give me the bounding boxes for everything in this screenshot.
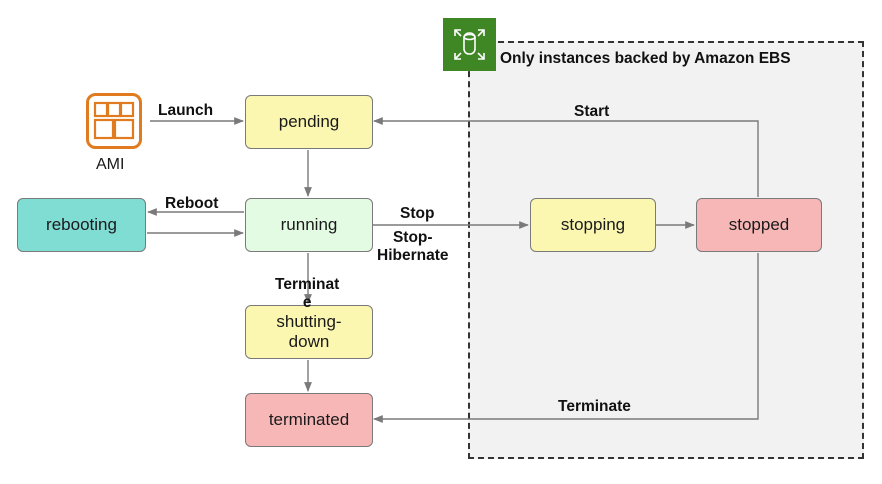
arrow-start: [373, 117, 759, 197]
ami-grid-icon: [86, 93, 142, 149]
label-launch: Launch: [158, 102, 214, 119]
state-terminated: terminated: [245, 393, 373, 447]
label-reboot: Reboot: [165, 195, 219, 212]
label-stop: Stop: [400, 205, 435, 222]
region-title: Only instances backed by Amazon EBS: [500, 50, 791, 67]
label-stop-hibernate: Stop- Hibernate: [377, 229, 449, 264]
state-rebooting: rebooting: [17, 198, 146, 252]
arrow-terminate-stopped: [373, 253, 759, 423]
label-start: Start: [574, 103, 610, 120]
state-pending: pending: [245, 95, 373, 149]
state-shutting-down: shutting- down: [245, 305, 373, 359]
label-terminate-stopped: Terminate: [558, 398, 631, 415]
ami-label: AMI: [96, 156, 125, 173]
state-stopping: stopping: [530, 198, 656, 252]
label-terminate-running: Terminat e: [275, 276, 340, 311]
state-running: running: [245, 198, 373, 252]
state-stopped: stopped: [696, 198, 822, 252]
ebs-volume-icon: [443, 18, 496, 71]
